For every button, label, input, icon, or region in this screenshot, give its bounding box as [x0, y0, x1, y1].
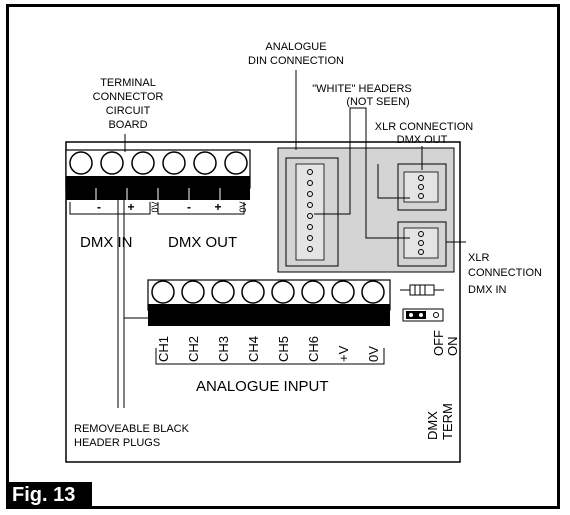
analogue-input-bracket [155, 348, 385, 365]
dmx-terminal-label: - [187, 200, 191, 214]
resistor-icon [400, 284, 444, 296]
analogue-din-label-1: ANALOGUE [265, 41, 326, 53]
din-pins [307, 169, 313, 252]
dmx-out-label: DMX OUT [168, 234, 237, 251]
on-label: ON [445, 337, 460, 357]
dmx-in-bracket [69, 202, 151, 215]
dmx-terminal-block [65, 149, 251, 200]
removeable-label-1: REMOVEABLE BLACK [74, 423, 190, 435]
analogue-input-label: ANALOGUE INPUT [196, 378, 329, 395]
xlr-in-label-1: XLR [468, 252, 489, 264]
analogue-channel-label: CH4 [246, 336, 261, 362]
analogue-channel-labels: CH1 CH2 CH3 CH4 CH5 CH6 +V 0V [156, 336, 381, 362]
xlr-in-label-3: DMX IN [468, 284, 507, 296]
dmx-terminal-label: 0V [150, 201, 160, 212]
terminal-label-1: TERMINAL [100, 77, 156, 89]
xlr-out-label-1: XLR CONNECTION [375, 121, 473, 133]
dmx-terminal-label: 0V [238, 201, 248, 212]
din-connector-inner [295, 163, 325, 261]
xlr-out-label-2: DMX OUT [397, 134, 448, 146]
white-headers-label-2: (NOT SEEN) [346, 96, 409, 108]
leader-lines [117, 70, 466, 408]
white-headers-label-1: "WHITE" HEADERS [312, 83, 411, 95]
terminal-label-3: CIRCUIT [106, 105, 151, 117]
analogue-channel-label: CH3 [216, 336, 231, 362]
removeable-label-2: HEADER PLUGS [74, 437, 160, 449]
analogue-din-label-2: DIN CONNECTION [248, 55, 344, 67]
analogue-channel-label: +V [336, 345, 351, 362]
jumper-switch-icon [402, 308, 444, 322]
xlr-in-label-2: CONNECTION [468, 267, 542, 279]
dmx-in-label: DMX IN [80, 234, 133, 251]
dmx-term-line2: TERM [440, 403, 455, 440]
off-label: OFF [431, 330, 446, 356]
dmx-terminal-label: + [214, 200, 221, 214]
analogue-channel-label: 0V [366, 346, 381, 362]
analogue-channel-label: CH6 [306, 336, 321, 362]
dmx-term-line1: DMX [425, 411, 440, 440]
dmx-out-bracket [157, 202, 245, 215]
terminal-label-2: CONNECTOR [93, 91, 164, 103]
figure-caption: Fig. 13 [6, 482, 92, 509]
dmx-terminal-label: - [97, 200, 101, 214]
board-outline [65, 141, 461, 463]
terminal-label-4: BOARD [108, 119, 147, 131]
analogue-channel-label: CH5 [276, 336, 291, 362]
analogue-terminal-block [147, 279, 391, 326]
analogue-channel-label: CH1 [156, 336, 171, 362]
dmx-terminal-label: + [127, 200, 134, 214]
analogue-channel-label: CH2 [186, 336, 201, 362]
